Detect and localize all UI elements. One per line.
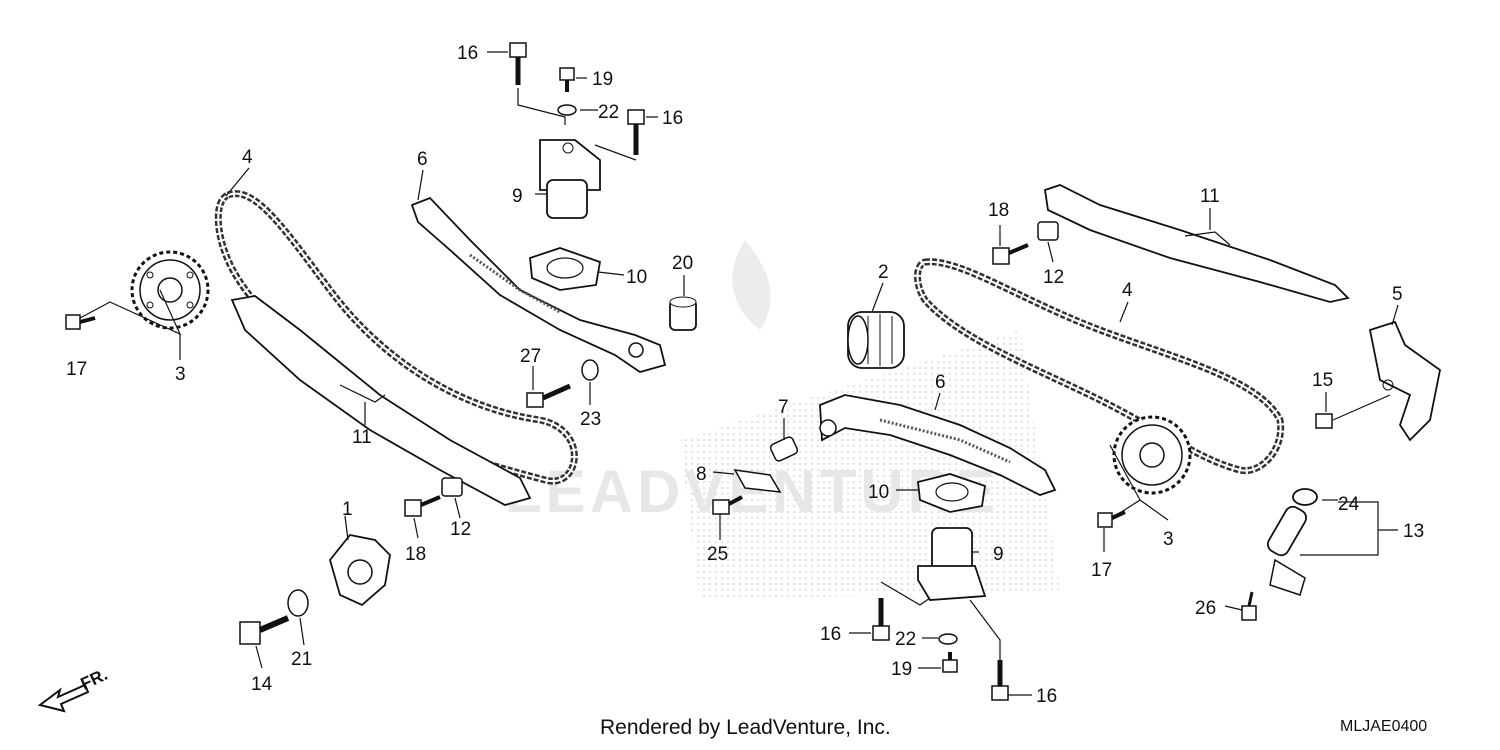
bolt-26[interactable]: [1241, 591, 1257, 621]
washer-21[interactable]: [287, 589, 309, 617]
gasket-right[interactable]: [917, 473, 987, 513]
bolt-16-bottom-a[interactable]: [872, 598, 890, 641]
bolt-14[interactable]: [239, 615, 290, 645]
callout-8[interactable]: 8: [696, 464, 707, 485]
callout-16-bottom-a[interactable]: 16: [820, 624, 841, 645]
callout-25[interactable]: 25: [707, 544, 728, 565]
callout-15[interactable]: 15: [1312, 370, 1333, 391]
callout-10-top[interactable]: 10: [626, 267, 647, 288]
callout-1[interactable]: 1: [342, 499, 353, 520]
bolt-27[interactable]: [526, 383, 572, 408]
callout-9-top[interactable]: 9: [512, 186, 523, 207]
tensioner-arm-left[interactable]: [410, 196, 667, 373]
cam-gear-2[interactable]: [847, 311, 905, 369]
plate-8[interactable]: [733, 469, 782, 493]
cam-sprocket-left[interactable]: [130, 250, 210, 330]
chain-guide-right[interactable]: [1043, 184, 1350, 303]
bolt-18-left[interactable]: [404, 495, 441, 517]
watermark-text: LEADVENTURE: [505, 458, 999, 525]
callout-11-right[interactable]: 11: [1200, 186, 1220, 207]
callout-6-right[interactable]: 6: [935, 372, 946, 393]
bolt-16-top-a[interactable]: [509, 42, 527, 85]
callout-4-right[interactable]: 4: [1122, 280, 1133, 301]
callout-26[interactable]: 26: [1195, 598, 1216, 619]
tensioner-top[interactable]: [539, 139, 601, 219]
timing-plate-1[interactable]: [329, 534, 391, 607]
callout-16-top-b[interactable]: 16: [662, 108, 683, 129]
callout-3-left[interactable]: 3: [175, 364, 186, 385]
callout-3-right[interactable]: 3: [1163, 529, 1174, 550]
bolt-15[interactable]: [1315, 413, 1333, 429]
o-ring-24[interactable]: [1292, 488, 1318, 506]
callout-18-right[interactable]: 18: [988, 200, 1009, 221]
callout-12-right[interactable]: 12: [1043, 267, 1064, 288]
callout-24[interactable]: 24: [1338, 494, 1360, 515]
sensor-13[interactable]: [1265, 504, 1309, 596]
leader-lines: [79, 51, 1399, 696]
bolt-18-right[interactable]: [992, 243, 1029, 265]
rendered-by-credit: Rendered by LeadVenture, Inc.: [600, 716, 891, 739]
bolt-17-right[interactable]: [1097, 510, 1126, 528]
callout-5[interactable]: 5: [1392, 284, 1403, 305]
callout-22-bottom[interactable]: 22: [895, 629, 916, 650]
diagram-code: MLJAE0400: [1340, 718, 1428, 735]
bolt-16-bottom-b[interactable]: [991, 660, 1009, 701]
collar-12-right[interactable]: [1037, 221, 1059, 241]
pivot-bolt-20[interactable]: [669, 296, 697, 331]
callout-6-left[interactable]: 6: [417, 149, 428, 170]
callout-12-left[interactable]: 12: [450, 519, 471, 540]
callout-13[interactable]: 13: [1403, 521, 1424, 542]
washer-23[interactable]: [581, 359, 599, 381]
washer-22-top[interactable]: [557, 104, 577, 116]
callout-17-left[interactable]: 17: [66, 359, 87, 380]
callout-11-left[interactable]: 11: [352, 427, 372, 448]
callout-10-right[interactable]: 10: [868, 482, 889, 503]
cam-chain-right[interactable]: [914, 258, 1285, 475]
tensioner-right[interactable]: [917, 527, 987, 601]
callout-19-bottom[interactable]: 19: [891, 659, 912, 680]
callout-16-bottom-b[interactable]: 16: [1036, 686, 1057, 707]
callout-2[interactable]: 2: [878, 262, 889, 283]
dowel-7[interactable]: [769, 436, 799, 462]
callout-23[interactable]: 23: [580, 409, 601, 430]
callout-16-top-a[interactable]: 16: [457, 43, 478, 64]
bolt-19-top[interactable]: [559, 67, 575, 92]
callout-7[interactable]: 7: [778, 397, 789, 418]
callout-17-right[interactable]: 17: [1091, 560, 1112, 581]
gasket-top[interactable]: [529, 247, 602, 291]
front-arrow-icon: [37, 683, 90, 713]
callout-9-right[interactable]: 9: [993, 544, 1004, 565]
cam-chain-left[interactable]: [214, 190, 578, 485]
washer-22-bottom[interactable]: [938, 633, 958, 645]
callout-18-left[interactable]: 18: [405, 544, 426, 565]
bolt-25[interactable]: [712, 495, 743, 515]
callout-19-top[interactable]: 19: [592, 69, 613, 90]
callout-22-top[interactable]: 22: [598, 102, 619, 123]
bolt-19-bottom[interactable]: [942, 652, 958, 673]
callout-14[interactable]: 14: [251, 674, 273, 695]
chain-guide-left[interactable]: [230, 295, 532, 506]
bolt-17-left[interactable]: [65, 314, 96, 330]
callout-20[interactable]: 20: [672, 253, 693, 274]
bolt-16-top-b[interactable]: [627, 109, 645, 155]
front-direction-indicator: FR.: [37, 665, 111, 713]
tensioner-arm-right[interactable]: [819, 394, 1057, 496]
callout-27[interactable]: 27: [520, 346, 541, 367]
bracket-5[interactable]: [1368, 320, 1441, 442]
callout-labels: 1 2 3 3 4 4 5 6 6 7 8 9 9 10 10 11 11 12…: [66, 43, 1424, 707]
callout-4-left[interactable]: 4: [242, 147, 253, 168]
collar-12-left[interactable]: [441, 477, 463, 497]
callout-21[interactable]: 21: [291, 649, 312, 670]
cam-sprocket-right[interactable]: [1112, 415, 1192, 495]
